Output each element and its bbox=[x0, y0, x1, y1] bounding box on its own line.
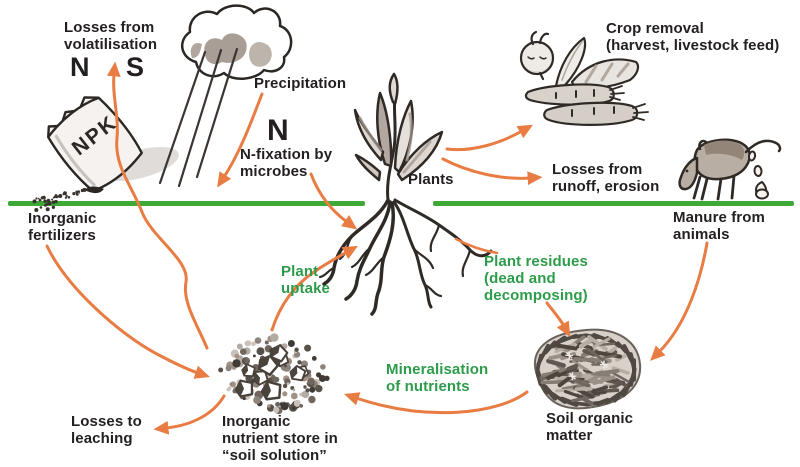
label-losses-leaching: Losses to leaching bbox=[71, 413, 142, 448]
leaf-shading bbox=[358, 112, 432, 174]
soil-surface-line bbox=[8, 201, 794, 206]
arrow-fertilizer-to-store bbox=[45, 244, 210, 379]
label-plant-residues: Plant residues (dead and decomposing) bbox=[484, 253, 588, 305]
label-volatilised-s: S bbox=[126, 52, 145, 82]
nutrient-store-dots bbox=[218, 333, 330, 415]
label-plant-uptake: Plant uptake bbox=[281, 263, 330, 298]
label-manure: Manure from animals bbox=[673, 209, 765, 244]
label-plants: Plants bbox=[408, 171, 454, 188]
label-runoff-losses: Losses from runoff, erosion bbox=[552, 161, 660, 196]
arrow-residues-to-som bbox=[545, 301, 571, 337]
arrow-volatilisation bbox=[106, 61, 209, 350]
label-inorganic-fertilizers: Inorganic fertilizers bbox=[28, 210, 97, 245]
arrow-manure-to-som bbox=[650, 241, 709, 361]
inorganic-nutrient-store-blob bbox=[218, 333, 330, 415]
arrow-plant-uptake bbox=[270, 245, 359, 332]
grazing-cow-icon bbox=[678, 138, 782, 201]
plant-roots bbox=[318, 198, 493, 316]
label-precipitation: Precipitation bbox=[254, 75, 347, 92]
label-losses-volatilisation: Losses from volatilisation bbox=[64, 19, 158, 54]
label-mineralisation: Mineralisation of nutrients bbox=[386, 361, 489, 396]
fertilizer-granules bbox=[32, 187, 87, 212]
plant-with-roots-icon bbox=[318, 72, 493, 316]
manure-droppings bbox=[747, 150, 769, 200]
label-n-fixation: N-fixation by microbes bbox=[240, 146, 333, 181]
arrow-mineralisation bbox=[344, 390, 529, 415]
arrow-runoff bbox=[441, 157, 543, 186]
harvested-crops-icon bbox=[519, 30, 649, 126]
rain-cloud-icon bbox=[180, 4, 293, 80]
label-crop-removal: Crop removal (harvest, livestock feed) bbox=[606, 20, 780, 55]
arrow-crop-removal bbox=[445, 124, 533, 152]
label-fixation-n-symbol: N bbox=[267, 114, 289, 147]
arrow-roots-to-residues bbox=[454, 237, 499, 255]
arrow-n-fixation bbox=[309, 172, 358, 230]
arrow-leaching bbox=[153, 394, 226, 435]
label-soil-organic-matter: Soil organic matter bbox=[546, 410, 634, 445]
label-volatilised-n: N bbox=[70, 52, 90, 82]
soil-organic-strokes bbox=[535, 332, 637, 407]
soil-organic-matter-blob bbox=[533, 328, 642, 410]
arrow-precipitation bbox=[217, 92, 264, 188]
label-nutrient-store: Inorganic nutrient store in “soil soluti… bbox=[222, 413, 338, 465]
flow-arrows bbox=[45, 61, 709, 435]
rain-lines bbox=[158, 47, 239, 188]
